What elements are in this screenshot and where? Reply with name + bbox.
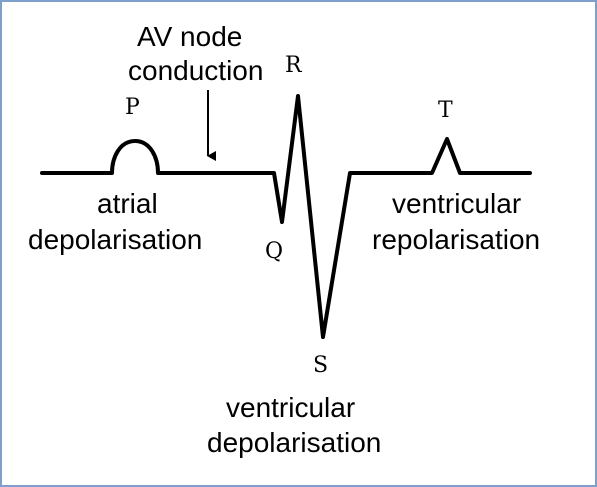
wave-label-t: T xyxy=(438,98,453,123)
ventricular-depol-label-line1: ventricular xyxy=(226,392,355,423)
ecg-trace xyxy=(40,94,532,339)
wave-label-r: R xyxy=(285,53,303,78)
av-node-label-line1: AV node xyxy=(137,21,242,52)
wave-label-p: P xyxy=(125,95,140,120)
ventricular-repol-label-line2: repolarisation xyxy=(372,224,540,255)
wave-label-s: S xyxy=(313,353,328,378)
atrial-label-line2: depolarisation xyxy=(28,224,202,255)
ventricular-repol-label-line1: ventricular xyxy=(392,188,521,219)
atrial-label-line1: atrial xyxy=(97,188,158,219)
ventricular-depol-label-line2: depolarisation xyxy=(207,427,381,458)
av-node-label-line2: conduction xyxy=(128,55,263,86)
wave-label-q: Q xyxy=(265,239,283,264)
